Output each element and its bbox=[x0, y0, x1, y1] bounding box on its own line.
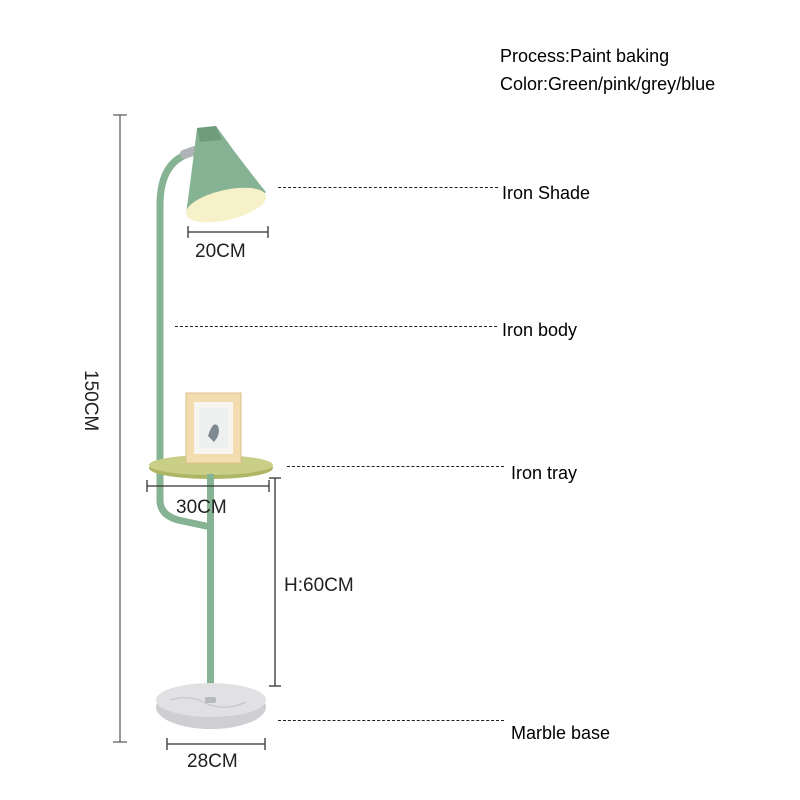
tray-leader-line bbox=[287, 466, 504, 467]
base-leader-line bbox=[278, 720, 504, 721]
total-height-dimension bbox=[113, 114, 127, 743]
lamp-stem bbox=[207, 474, 214, 706]
iron-tray-label: Iron tray bbox=[511, 463, 578, 483]
base-width-dimension bbox=[166, 738, 266, 750]
marble-base bbox=[156, 683, 266, 729]
marble-base-label: Marble base bbox=[511, 723, 611, 743]
iron-body-label: Iron body bbox=[502, 320, 578, 340]
iron-tray bbox=[149, 455, 273, 479]
picture-frame bbox=[185, 392, 242, 464]
color-info: Color:Green/pink/grey/blue bbox=[500, 74, 716, 94]
process-info: Process:Paint baking bbox=[500, 46, 670, 66]
iron-shade-label: Iron Shade bbox=[502, 183, 591, 203]
tray-height-dimension bbox=[269, 477, 281, 687]
total-height-label: 150CM bbox=[80, 370, 101, 432]
tray-width-label: 30CM bbox=[176, 497, 227, 518]
shade-leader-line bbox=[278, 187, 498, 188]
iron-body bbox=[156, 146, 210, 530]
tray-width-dimension bbox=[146, 480, 270, 492]
iron-shade bbox=[185, 126, 267, 223]
shade-width-dimension bbox=[187, 226, 269, 238]
base-width-label: 28CM bbox=[187, 751, 238, 772]
shade-width-label: 20CM bbox=[195, 241, 246, 262]
tray-height-label: H:60CM bbox=[284, 575, 354, 596]
body-leader-line bbox=[175, 326, 497, 327]
